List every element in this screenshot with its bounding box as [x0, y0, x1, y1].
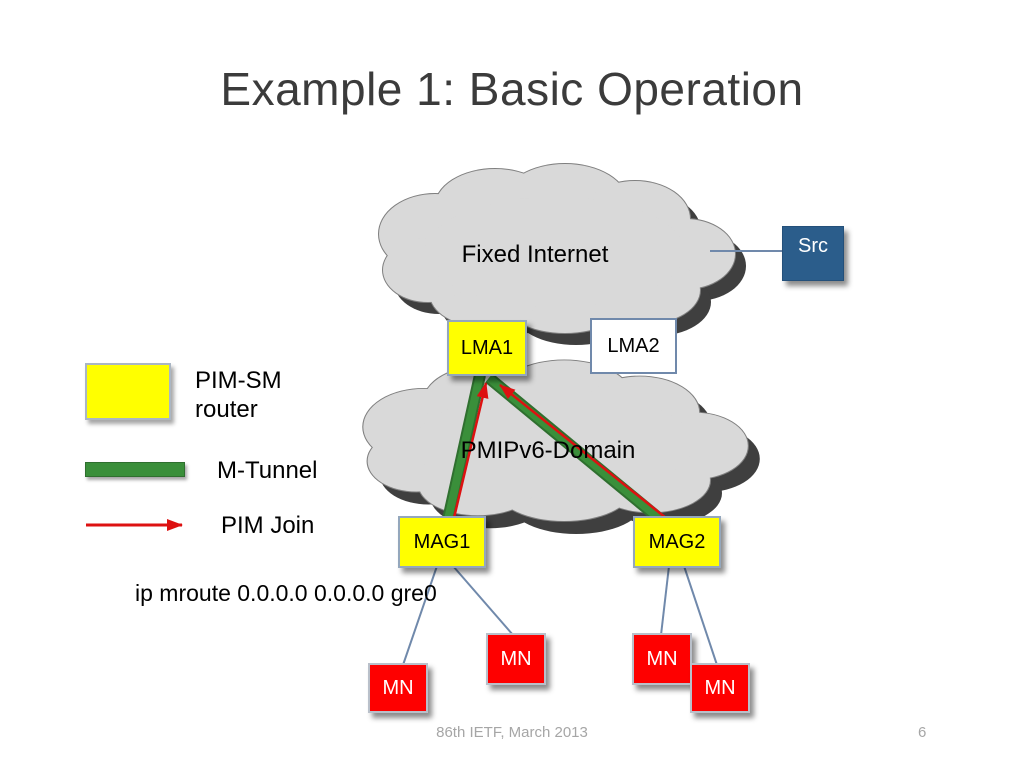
node-mn-d: MN	[690, 663, 750, 713]
node-mn-c: MN	[632, 633, 692, 685]
fixed-internet-label: Fixed Internet	[461, 241, 609, 268]
legend-pim-sm-router-label: PIM-SM router	[195, 367, 282, 423]
legend-pim-join-label: PIM Join	[221, 512, 315, 539]
legend-m-tunnel-label: M-Tunnel	[217, 457, 318, 484]
node-mn-b: MN	[486, 633, 546, 685]
node-mag1: MAG1	[398, 516, 486, 568]
node-lma2: LMA2	[590, 318, 677, 374]
pim-join-arrow-mag1-lma1	[451, 382, 489, 523]
node-lma1: LMA1	[447, 320, 527, 376]
ip-mroute-annotation: ip mroute 0.0.0.0 0.0.0.0 gre0	[135, 580, 437, 606]
slide-title: Example 1: Basic Operation	[220, 63, 804, 115]
link-mag1-to-mn-a	[402, 565, 438, 666]
legend-m-tunnel-swatch	[85, 462, 185, 477]
node-src: Src	[782, 226, 844, 281]
pim-join-arrow-mag2-lma1	[499, 384, 667, 519]
pmipv6-domain-label: PMIPv6-Domain	[460, 437, 636, 464]
m-tunnel-mag1-lma1	[443, 374, 484, 525]
link-mag1-to-mn-b	[452, 565, 514, 636]
node-mag2: MAG2	[633, 516, 721, 568]
m-tunnel-mag2-lma1	[486, 374, 664, 524]
footer-text: 86th IETF, March 2013	[436, 724, 588, 741]
node-mn-a: MN	[368, 663, 428, 713]
page-number: 6	[918, 724, 927, 741]
link-mag2-to-mn-c	[660, 565, 670, 636]
link-mag2-to-mn-d	[683, 565, 718, 666]
legend-pim-sm-router-swatch	[85, 363, 171, 420]
